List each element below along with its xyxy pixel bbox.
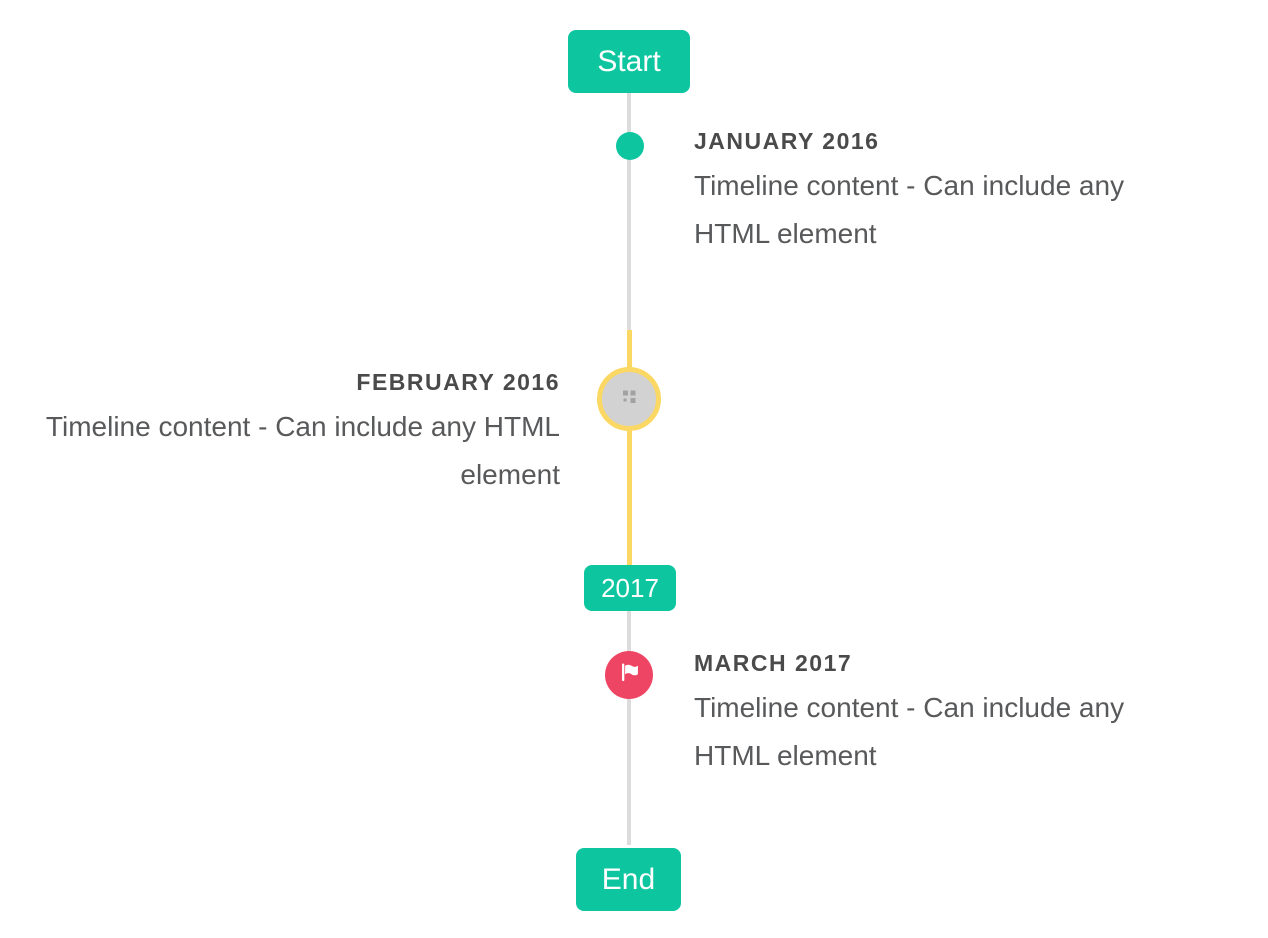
end-badge: End: [576, 848, 681, 911]
flag-icon: [618, 661, 641, 689]
flag-marker-march: [605, 651, 653, 699]
entry-content: Timeline content - Can include any HTML …: [694, 692, 1125, 771]
entry-date: JANUARY 2016: [694, 128, 880, 154]
entry-date: MARCH 2017: [694, 650, 853, 676]
image-marker-february: [597, 367, 661, 431]
dot-marker-january: [616, 132, 644, 160]
entry-march-2017: MARCH 2017 Timeline content - Can includ…: [694, 650, 1194, 780]
start-badge-label: Start: [597, 44, 661, 78]
entry-content: Timeline content - Can include any HTML …: [694, 170, 1125, 249]
broken-image-icon: [622, 390, 637, 409]
entry-date: FEBRUARY 2016: [356, 369, 560, 395]
end-badge-label: End: [601, 862, 656, 896]
start-badge: Start: [568, 30, 690, 93]
year-badge-label: 2017: [601, 572, 659, 603]
year-badge-2017: 2017: [584, 565, 676, 611]
timeline-line-segment-yellow: [627, 330, 632, 566]
entry-content: Timeline content - Can include any HTML …: [45, 411, 560, 490]
timeline-line-segment-gray-bottom: [627, 611, 631, 845]
timeline-line-segment-gray-top: [627, 93, 631, 330]
entry-february-2016: FEBRUARY 2016 Timeline content - Can inc…: [40, 369, 560, 499]
entry-january-2016: JANUARY 2016 Timeline content - Can incl…: [694, 128, 1194, 258]
